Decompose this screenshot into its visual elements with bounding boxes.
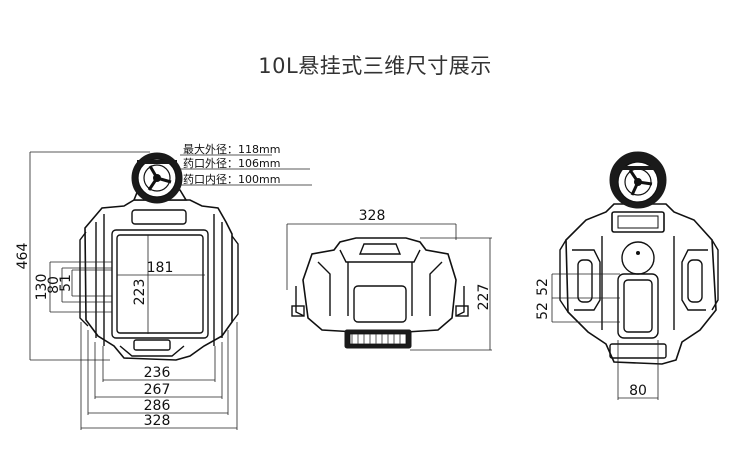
back-view: [551, 151, 719, 400]
dim-width-286: 286: [144, 398, 171, 414]
spec-max-outer-diameter: 最大外径：118mm: [183, 142, 280, 156]
dim-80: 80: [46, 276, 62, 294]
dim-side-height: 227: [476, 284, 492, 311]
dim-width-328: 328: [144, 413, 171, 429]
dim-inner-width: 181: [147, 260, 174, 276]
dim-width-267: 267: [144, 382, 171, 398]
dim-inner-height: 223: [132, 279, 148, 306]
dim-back-52-lower: 52: [535, 302, 551, 320]
dim-51: 51: [58, 274, 74, 292]
dim-130: 130: [34, 274, 50, 301]
dim-width-236: 236: [144, 365, 171, 381]
front-view: [29, 151, 312, 430]
dim-height-total: 464: [15, 243, 31, 270]
dim-back-slot-width: 80: [629, 383, 647, 399]
dim-side-width: 328: [359, 208, 386, 224]
spec-inlet-outer-diameter: 药口外径：106mm: [183, 157, 280, 170]
page-title: 10L悬挂式三维尺寸展示: [258, 54, 492, 78]
spec-inlet-inner-diameter: 药口内径：100mm: [183, 172, 280, 186]
dim-back-52-upper: 52: [535, 278, 551, 296]
side-view: [286, 223, 492, 351]
